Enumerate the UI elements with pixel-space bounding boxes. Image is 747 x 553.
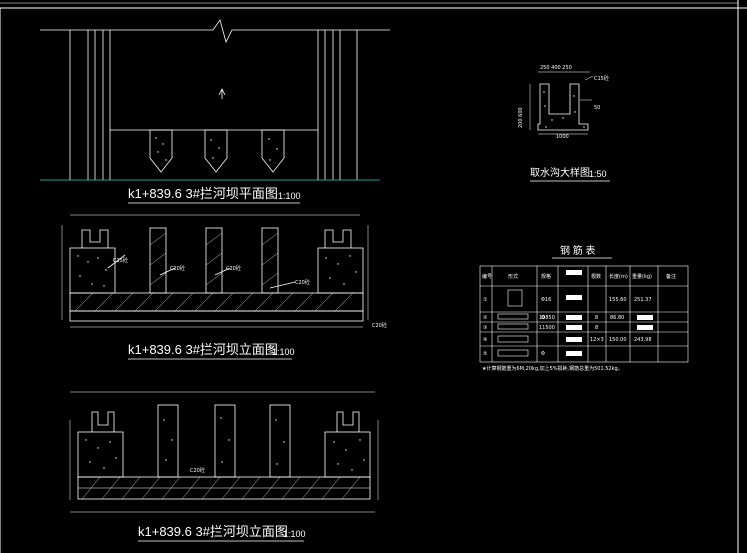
table-cell: 155.60 bbox=[609, 297, 627, 303]
section-dim-bottom: 1000 bbox=[556, 134, 569, 140]
elevation-2-stipple bbox=[85, 417, 365, 471]
table-cell: 86.80 bbox=[610, 315, 624, 321]
elevation-2-hatch bbox=[81, 476, 361, 500]
table-cell: 251.37 bbox=[634, 297, 652, 303]
elevation-1-hatch bbox=[74, 232, 354, 312]
table-cell: 10850 bbox=[539, 315, 555, 321]
elev1-label-c20d: C20砼 bbox=[372, 322, 387, 329]
table-note: ★计算钢筋重为6M,20kg,加上5%损耗,钢筋总重为501.52kg。 bbox=[482, 365, 623, 372]
elev2-scale: 1:100 bbox=[283, 529, 306, 539]
section-dim-right: 50 bbox=[594, 105, 600, 111]
rebar-table-blocks bbox=[566, 270, 653, 356]
table-header-cell: 编号 bbox=[482, 273, 492, 280]
table-header-cell: 备注 bbox=[666, 273, 676, 280]
elev1-label-c20c: C20砼 bbox=[295, 279, 310, 286]
elev1-title: k1+839.6 3#拦河坝立面图 bbox=[128, 342, 278, 357]
table-header-cell: 形式 bbox=[508, 273, 518, 280]
table-cell: Φ16 bbox=[541, 297, 551, 303]
table-cell: 11500 bbox=[539, 325, 555, 331]
table-cell: ③ bbox=[483, 325, 487, 331]
table-header-cell: 重量(kg) bbox=[632, 273, 652, 280]
plan-title: k1+839.6 3#拦河坝平面图 bbox=[128, 186, 278, 201]
table-cell: 150.00 bbox=[609, 337, 627, 343]
elev2-label-c20e: C20砼 bbox=[190, 467, 205, 474]
table-title: 钢 筋 表 bbox=[560, 244, 596, 257]
section-title: 取水沟大样图 bbox=[530, 166, 590, 179]
section-concrete: C15砼 bbox=[594, 75, 609, 82]
plan-stipple bbox=[155, 137, 278, 161]
table-cell: ① bbox=[483, 297, 488, 303]
elevation-2 bbox=[69, 391, 379, 513]
elev1-scale: 1:100 bbox=[272, 347, 295, 357]
table-header-cell: 根数 bbox=[591, 273, 601, 280]
table-cell: 8 bbox=[595, 315, 598, 321]
channel-section bbox=[529, 71, 594, 135]
plan-scale: 1:100 bbox=[278, 191, 301, 201]
table-cell: 12×3 bbox=[590, 337, 604, 343]
table-cell: ⑤ bbox=[483, 351, 487, 357]
table-cell: ④ bbox=[483, 337, 488, 343]
elev1-label-c20a: C20砼 bbox=[170, 265, 185, 272]
table-cell: 243.98 bbox=[634, 337, 652, 343]
section-scale: 1:50 bbox=[589, 169, 607, 179]
table-cell: Φ bbox=[541, 351, 545, 357]
elevation-1 bbox=[61, 214, 369, 328]
table-header-cell: 长度(m) bbox=[609, 273, 628, 280]
elev2-title: k1+839.6 3#拦河坝立面图 bbox=[138, 524, 288, 539]
section-dim-top: 250 400 250 bbox=[540, 65, 572, 71]
rebar-table-text: 编号 形式 规格 根数 长度(m) 重量(kg) 备注 ① Φ16 155.60… bbox=[482, 273, 676, 372]
rebar-table-grid bbox=[479, 265, 689, 363]
table-cell: Φ bbox=[541, 315, 545, 321]
table-header-cell: 规格 bbox=[541, 273, 551, 280]
plan-view bbox=[40, 19, 390, 181]
elev1-label-c20b: C20砼 bbox=[226, 265, 241, 272]
channel-section-stipple bbox=[543, 91, 585, 128]
elev1-label-c15: C15砼 bbox=[113, 257, 128, 264]
table-cell: ② bbox=[483, 315, 488, 321]
table-cell: 8 bbox=[595, 325, 598, 331]
elevation-1-stipple bbox=[77, 255, 357, 287]
section-dim-left: 200 600 bbox=[518, 107, 524, 128]
